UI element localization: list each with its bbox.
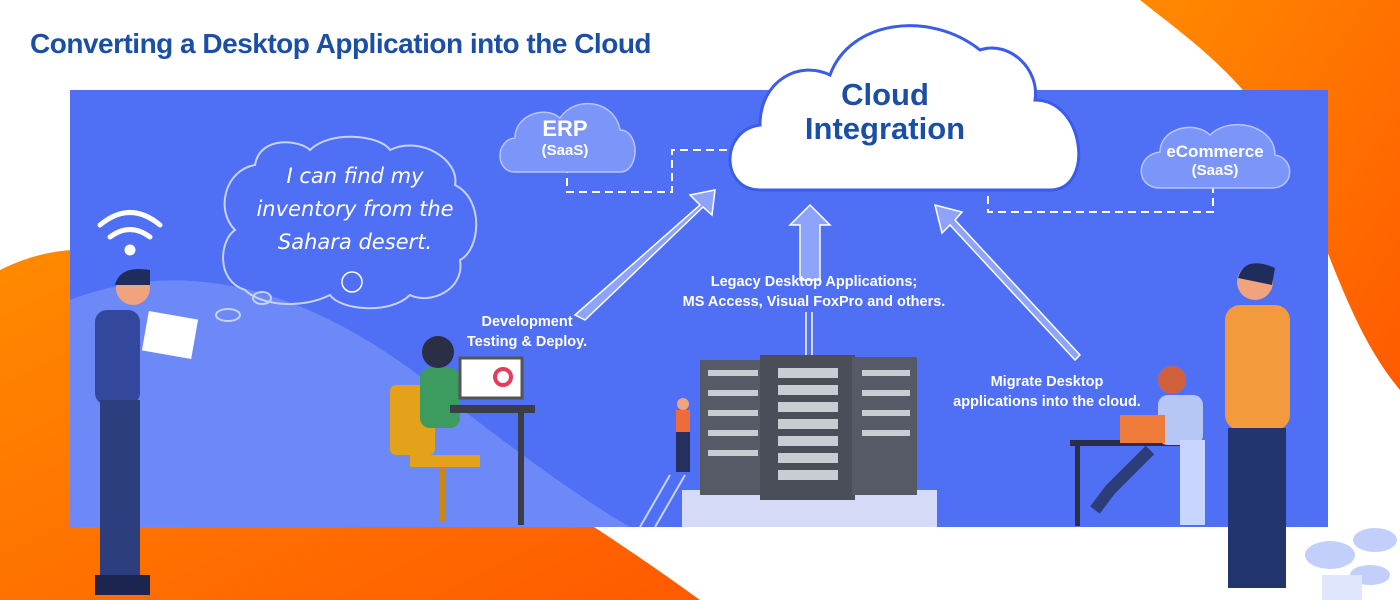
ecommerce-type: (SaaS) [1191, 162, 1239, 179]
connector-erp [566, 149, 735, 193]
wifi-icon [97, 210, 163, 256]
thought-bubble-text: I can find my inventory from the Sahara … [230, 160, 480, 259]
cloud-integration-shape [728, 24, 1081, 192]
ecommerce-cloud-label: eCommerce (SaaS) [1150, 142, 1280, 179]
cloud-ecommerce-shape [1140, 123, 1291, 189]
woman-at-desk-figure [390, 336, 535, 525]
woman-laptop-figure [1070, 366, 1205, 526]
erp-cloud-label: ERP (SaaS) [515, 116, 615, 159]
cloud-integration-label: Cloud Integration [780, 78, 990, 146]
bubble-line: Sahara desert. [277, 230, 433, 254]
data-arrows [573, 189, 1082, 362]
thought-bubble-shape [222, 135, 478, 310]
label-line: Legacy Desktop Applications; [710, 274, 918, 290]
server-racks [639, 355, 937, 528]
cloud-erp-shape [499, 102, 636, 173]
migrate-label: Migrate Desktop applications into the cl… [937, 372, 1157, 412]
label-line: MS Access, Visual FoxPro and others. [682, 294, 946, 310]
orange-shape-top-right [1140, 0, 1400, 390]
page-title: Converting a Desktop Application into th… [30, 28, 652, 59]
bubble-line: I can find my [286, 164, 424, 188]
legacy-apps-label: Legacy Desktop Applications; MS Access, … [664, 272, 964, 312]
smiley-icon [341, 271, 363, 293]
cloud-label-line1: Cloud [841, 77, 929, 112]
erp-name: ERP [542, 116, 588, 141]
ecommerce-name: eCommerce [1166, 142, 1264, 161]
cloud-label-line2: Integration [804, 111, 966, 146]
label-line: applications into the cloud. [953, 394, 1141, 410]
light-hill [70, 280, 630, 527]
erp-type: (SaaS) [541, 142, 589, 159]
label-line: Development [481, 314, 573, 330]
plant-decoration [1305, 528, 1397, 600]
connector-ecommerce [987, 185, 1214, 213]
label-line: Testing & Deploy. [466, 334, 588, 350]
development-label: Development Testing & Deploy. [447, 312, 607, 352]
label-line: Migrate Desktop [990, 374, 1104, 390]
bubble-line: inventory from the [256, 197, 454, 221]
man-reading-figure [95, 269, 199, 595]
standing-man-figure [1225, 263, 1290, 588]
